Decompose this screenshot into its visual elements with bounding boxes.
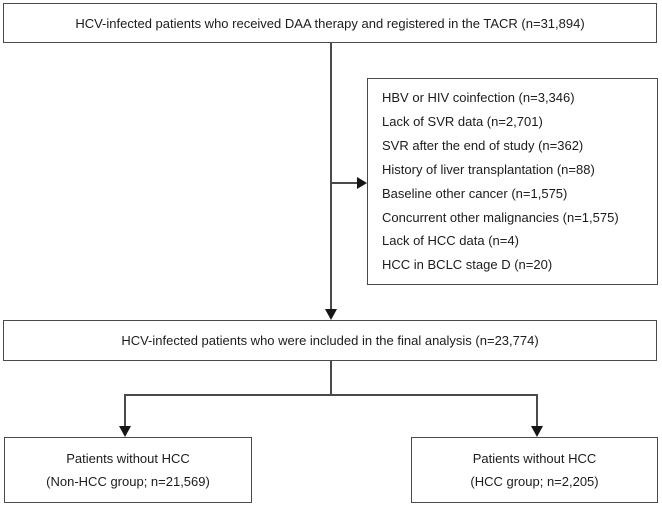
box-registered-patients-text: HCV-infected patients who received DAA t… — [75, 15, 585, 31]
arrowhead-down-icon — [531, 426, 543, 437]
box-non-hcc-group: Patients without HCC (Non-HCC group; n=2… — [4, 437, 252, 503]
exclusion-item: HBV or HIV coinfection (n=3,346) — [382, 90, 575, 105]
exclusion-item: Lack of SVR data (n=2,701) — [382, 113, 543, 129]
connector-final-stub — [330, 361, 332, 395]
box-final-analysis-text: HCV-infected patients who were included … — [121, 333, 539, 348]
exclusion-item: Baseline other cancer (n=1,575) — [382, 185, 568, 201]
exclusion-item: Concurrent other malignancies (n=1,575) — [382, 209, 619, 225]
box-non-hcc-group-line1: Patients without HCC — [66, 450, 190, 466]
box-exclusion-criteria: HBV or HIV coinfection (n=3,346) Lack of… — [367, 78, 658, 285]
box-hcc-group-line1: Patients without HCC — [472, 450, 597, 466]
connector-top-to-final — [330, 43, 332, 310]
exclusion-item: SVR after the end of study (n=362) — [382, 137, 584, 153]
exclusion-item: History of liver transplantation (n=88) — [382, 161, 595, 177]
box-non-hcc-group-line2: (Non-HCC group; n=21,569) — [46, 474, 210, 489]
box-hcc-group-line2: (HCC group; n=2,205) — [470, 474, 599, 489]
box-hcc-group: Patients without HCC (HCC group; n=2,205… — [411, 437, 658, 503]
connector-branch-left — [124, 394, 126, 427]
exclusion-item: HCC in BCLC stage D (n=20) — [382, 257, 553, 273]
connector-to-exclusions — [331, 182, 358, 184]
arrowhead-right-icon — [357, 177, 367, 189]
connector-branch-right — [536, 394, 538, 427]
exclusion-item: Lack of HCC data (n=4) — [382, 233, 519, 249]
connector-branch-horizontal — [124, 394, 537, 396]
arrowhead-down-icon — [119, 426, 131, 437]
box-final-analysis: HCV-infected patients who were included … — [3, 320, 657, 361]
arrowhead-down-icon — [325, 309, 337, 320]
box-registered-patients: HCV-infected patients who received DAA t… — [3, 3, 657, 43]
